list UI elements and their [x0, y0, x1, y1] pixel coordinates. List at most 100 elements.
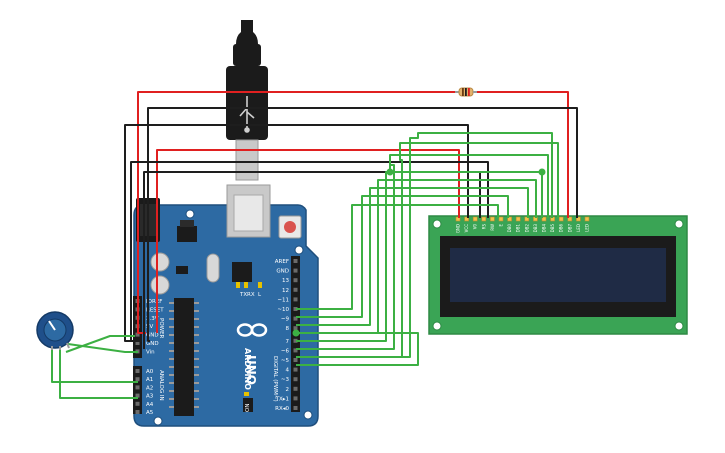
- wire-red-5v-bus[interactable]: [137, 91, 455, 334]
- digital-pin[interactable]: [293, 326, 298, 331]
- arduino-board[interactable]: TX RX L ON ARDUINO UNO DIGITAL (PWM~) AN…: [133, 184, 319, 427]
- wire-green-d5-db4[interactable]: [296, 187, 529, 326]
- lcd-pin[interactable]: [481, 216, 487, 222]
- atmega-chip: [174, 298, 194, 416]
- lcd-pin[interactable]: [558, 216, 564, 222]
- lcd-pin[interactable]: [576, 216, 581, 222]
- reset-button-cap[interactable]: [284, 221, 296, 233]
- digital-pin[interactable]: [293, 287, 298, 292]
- wire-green-upper-loop-c[interactable]: [296, 132, 553, 358]
- wire-green-upper-loop-a[interactable]: [389, 154, 549, 218]
- lcd-pin[interactable]: [524, 216, 530, 222]
- l-led: [258, 282, 262, 288]
- analog-pin[interactable]: [135, 377, 140, 382]
- usb-connector-icon[interactable]: [226, 20, 268, 181]
- digital-pin[interactable]: [293, 386, 298, 391]
- digital-pin[interactable]: [293, 268, 298, 273]
- wire-green-d12-rs[interactable]: [296, 204, 499, 310]
- analog-pin[interactable]: [135, 393, 140, 398]
- digital-pin-label: TX▸1: [275, 396, 289, 402]
- wire-red-5v-lcd-vcc[interactable]: [156, 149, 460, 333]
- lcd-mount-hole: [432, 321, 442, 331]
- power-pin[interactable]: [135, 332, 140, 337]
- wire-green-pot-a[interactable]: [51, 346, 138, 383]
- analog-header-pins[interactable]: [135, 369, 140, 414]
- resistor-icon[interactable]: [455, 87, 477, 97]
- digital-pin[interactable]: [293, 307, 298, 311]
- lcd-pin[interactable]: [584, 216, 590, 222]
- digital-pin-label: GND: [276, 269, 289, 275]
- digital-pin[interactable]: [293, 278, 298, 283]
- digital-pin-label: 7: [286, 339, 290, 345]
- digital-pin[interactable]: [293, 259, 298, 263]
- resistor-band: [462, 88, 464, 96]
- analog-pin[interactable]: [135, 369, 140, 373]
- lcd-screen: [450, 248, 666, 302]
- mount-hole: [303, 410, 313, 420]
- lcd-pin-label: DB0: [507, 224, 512, 233]
- digital-pin[interactable]: [293, 396, 298, 401]
- analog-pin[interactable]: [135, 385, 140, 390]
- digital-pin[interactable]: [293, 348, 298, 353]
- lcd-pin[interactable]: [472, 216, 478, 222]
- lcd-pin-label: E: [499, 224, 504, 227]
- lcd-pin-label: LED: [585, 224, 590, 232]
- wire-black-gnd-ledk[interactable]: [147, 107, 578, 342]
- lcd-pin[interactable]: [515, 216, 521, 222]
- lcd-pin[interactable]: [490, 216, 495, 222]
- lcd-pins[interactable]: [455, 216, 590, 222]
- potentiometer-icon[interactable]: [36, 311, 74, 350]
- wire-green-pot-c[interactable]: [59, 346, 138, 399]
- lcd-pin-label: V0: [473, 224, 478, 230]
- power-pin-label: 3.3V: [146, 316, 159, 322]
- wire-green-low-loop[interactable]: [296, 332, 419, 366]
- digital-pin[interactable]: [293, 377, 298, 382]
- power-pin-label: Vin: [146, 349, 155, 355]
- mount-hole: [153, 416, 163, 426]
- junction-dot: [538, 168, 546, 176]
- lcd-pin[interactable]: [567, 216, 573, 222]
- power-pin[interactable]: [135, 341, 140, 345]
- wire-green-d2-db7[interactable]: [296, 164, 395, 350]
- wire-green-pot-d[interactable]: [67, 343, 138, 353]
- digital-pin[interactable]: [293, 406, 298, 410]
- lcd-pin[interactable]: [498, 216, 504, 222]
- digital-pin[interactable]: [293, 338, 298, 343]
- lcd-mount-hole: [674, 219, 684, 229]
- digital-header-pins[interactable]: [293, 259, 298, 410]
- power-pin-label: IOREF: [146, 299, 162, 305]
- wire-green-upper-loop-b[interactable]: [399, 142, 559, 357]
- arduino-logo-icon: [236, 323, 268, 337]
- wire-black-gnd-rw[interactable]: [130, 161, 489, 341]
- junction-dot: [386, 168, 394, 176]
- usb-chip: [232, 262, 252, 282]
- pot-indicator: [48, 320, 56, 331]
- on-led: [244, 392, 249, 396]
- usb-plug-metal: [235, 139, 259, 181]
- analog-pin[interactable]: [135, 410, 140, 414]
- digital-pin[interactable]: [293, 316, 298, 321]
- digital-pin[interactable]: [293, 358, 298, 362]
- pot-pins: [51, 342, 70, 350]
- wire-green-d11-e[interactable]: [296, 195, 509, 318]
- lcd-pin-label: DB7: [567, 224, 572, 233]
- digital-pin-label: 4: [286, 368, 290, 374]
- analog-pin[interactable]: [135, 401, 140, 406]
- digital-pin[interactable]: [293, 367, 298, 372]
- smd-chip: [176, 266, 188, 274]
- usb-b-port-inner: [233, 194, 264, 232]
- junction-dot: [292, 329, 300, 337]
- lcd-pin[interactable]: [464, 216, 469, 222]
- lcd-pin[interactable]: [507, 216, 512, 222]
- wire-red-resistor-led[interactable]: [473, 91, 569, 218]
- lcd-pin[interactable]: [541, 216, 547, 222]
- digital-pin[interactable]: [293, 297, 298, 302]
- digital-pin-label: ~10: [277, 307, 289, 313]
- wire-green-d3-db6[interactable]: [296, 171, 543, 342]
- l-label: L: [258, 292, 262, 298]
- crystal-oscillator: [206, 253, 220, 283]
